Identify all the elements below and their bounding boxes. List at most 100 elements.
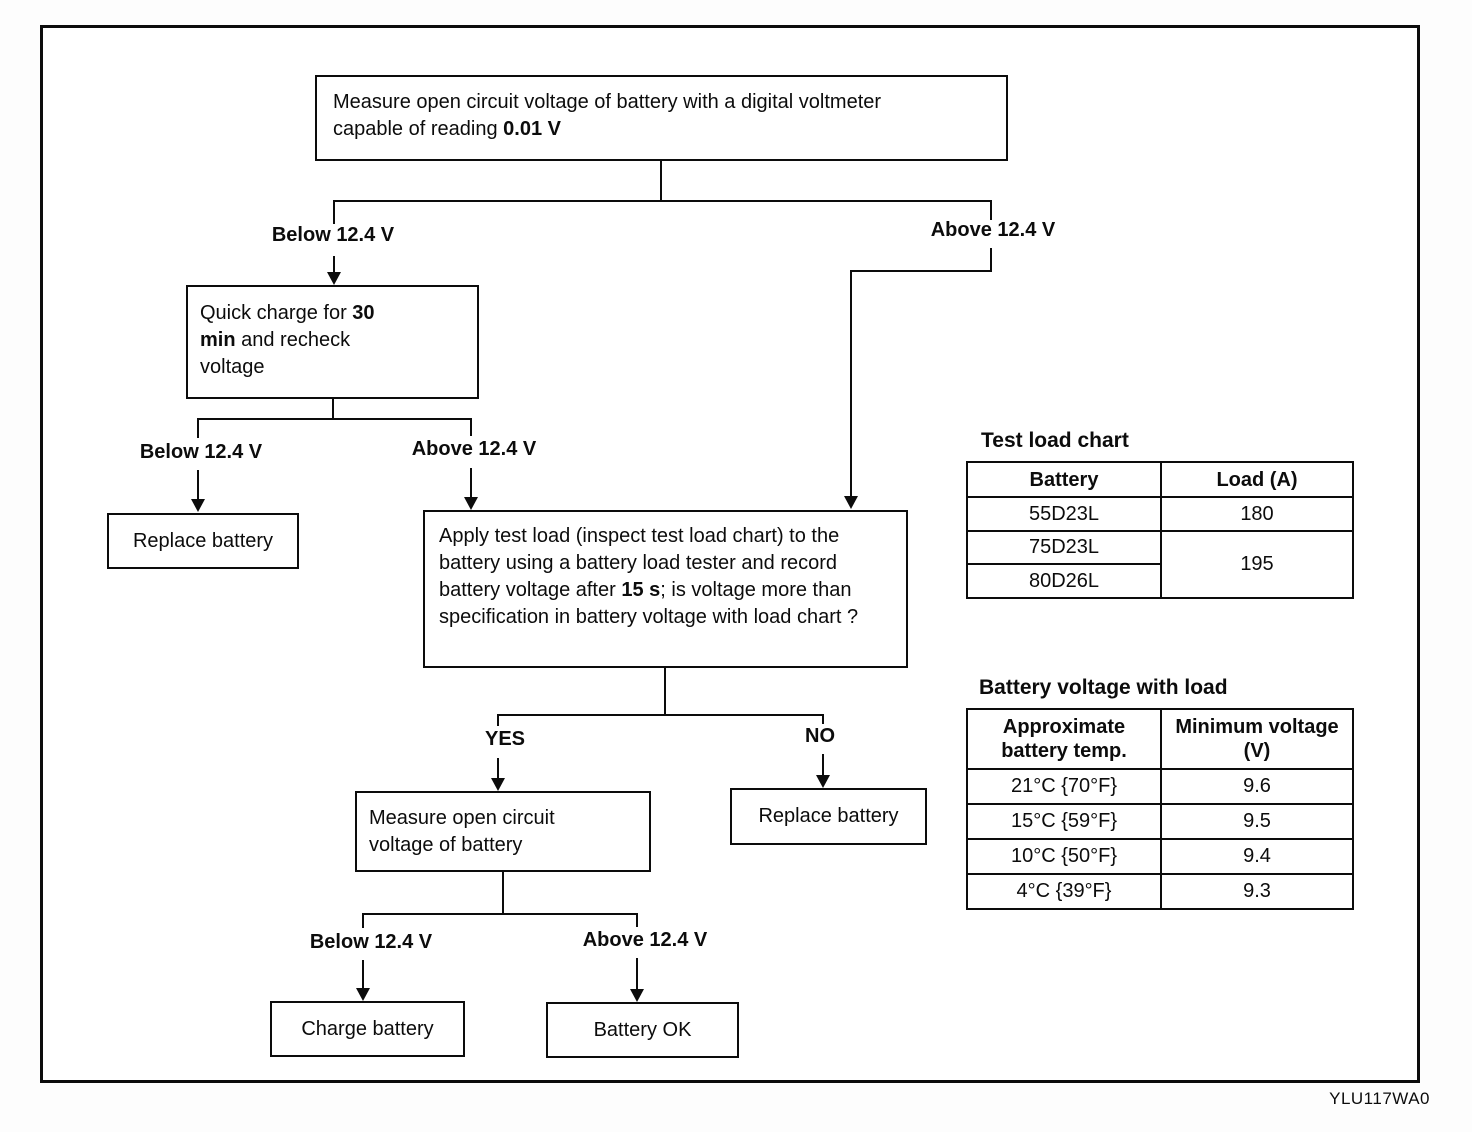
connector-line <box>332 399 334 419</box>
node-text: Measure open circuit <box>369 807 555 829</box>
branch-label-no: NO <box>805 725 835 747</box>
table-row: 10°C {50°F} 9.4 <box>966 838 1354 875</box>
node-text: voltage <box>200 356 265 378</box>
arrow-down-icon <box>327 272 341 285</box>
node-text-line: voltage of battery <box>369 832 637 859</box>
test-load-chart-title: Test load chart <box>981 429 1129 452</box>
arrow-down-icon <box>630 989 644 1002</box>
node-text: Charge battery <box>301 1017 434 1040</box>
col-header-load: Load (A) <box>1160 461 1354 498</box>
connector-line <box>333 256 335 274</box>
node-text-line: capable of reading 0.01 V <box>333 116 990 143</box>
arrow-down-icon <box>844 496 858 509</box>
branch-label-below-2: Below 12.4 V <box>139 441 263 463</box>
table-cell: 9.5 <box>1160 803 1354 840</box>
node-text: Replace battery <box>132 529 274 552</box>
connector-line <box>197 470 199 500</box>
connector-line <box>850 270 992 272</box>
connector-line <box>502 872 504 914</box>
connector-line <box>664 668 666 716</box>
connector-line <box>197 418 199 438</box>
connector-line <box>197 418 472 420</box>
table-row: 15°C {59°F} 9.5 <box>966 803 1354 840</box>
node-text-line: voltage <box>200 354 465 381</box>
arrow-down-icon <box>816 775 830 788</box>
table-row: 75D23L 195 <box>966 530 1354 599</box>
table-cell: 21°C {70°F} <box>966 768 1162 805</box>
connector-line <box>362 913 364 928</box>
col-header-temp: Approximate battery temp. <box>966 708 1162 770</box>
node-text: ; is voltage more than specification in … <box>439 579 859 628</box>
node-text-bold: 15 s <box>621 579 661 601</box>
arrow-down-icon <box>191 499 205 512</box>
node-text-bold: min <box>200 329 236 351</box>
table-row: 4°C {39°F} 9.3 <box>966 873 1354 910</box>
flowchart-node-charge-battery: Charge battery <box>270 1001 465 1057</box>
connector-line <box>636 913 638 927</box>
connector-line <box>497 758 499 779</box>
figure-code: YLU117WA0 <box>1329 1089 1430 1108</box>
table-header-row: Approximate battery temp. Minimum voltag… <box>966 708 1354 770</box>
table-cell: 9.6 <box>1160 768 1354 805</box>
node-text: Apply test load (inspect test load chart… <box>439 525 840 601</box>
table-cell: 75D23L <box>966 530 1162 565</box>
node-text-bold: 30 <box>352 302 375 324</box>
flowchart-node-apply-test-load: Apply test load (inspect test load chart… <box>423 510 908 668</box>
flowchart-node-measure-ocv: Measure open circuit voltage of battery <box>355 791 651 872</box>
table-cell: 180 <box>1160 496 1354 532</box>
arrow-down-icon <box>464 497 478 510</box>
connector-line <box>850 270 852 496</box>
arrow-down-icon <box>491 778 505 791</box>
branch-label-yes: YES <box>484 728 526 750</box>
battery-voltage-title: Battery voltage with load <box>979 676 1228 699</box>
flowchart-node-replace-battery-2: Replace battery <box>730 788 927 845</box>
connector-line <box>362 913 638 915</box>
table-cell: 4°C {39°F} <box>966 873 1162 910</box>
table-cell: 15°C {59°F} <box>966 803 1162 840</box>
node-text: Quick charge for <box>200 302 353 324</box>
connector-line <box>333 200 335 224</box>
node-text-line: Measure open circuit voltage of battery … <box>333 89 990 116</box>
table-cell: 9.3 <box>1160 873 1354 910</box>
connector-line <box>636 958 638 989</box>
connector-line <box>822 714 824 724</box>
table-row: 21°C {70°F} 9.6 <box>966 768 1354 805</box>
arrow-down-icon <box>356 988 370 1001</box>
branch-label-above-2: Above 12.4 V <box>411 438 537 460</box>
connector-line <box>990 200 992 220</box>
node-text: Replace battery <box>758 805 899 827</box>
branch-label-below-3: Below 12.4 V <box>309 931 433 953</box>
connector-line <box>470 418 472 436</box>
table-cell: 9.4 <box>1160 838 1354 875</box>
col-header-voltage: Minimum voltage (V) <box>1160 708 1354 770</box>
table-header-row: Battery Load (A) <box>966 461 1354 498</box>
table-cell: 10°C {50°F} <box>966 838 1162 875</box>
table-row: 80D26L <box>966 563 1353 599</box>
table-cell: 80D26L <box>966 563 1162 599</box>
node-text: and recheck <box>235 329 351 351</box>
connector-line <box>497 714 499 726</box>
flowchart-node-battery-ok: Battery OK <box>546 1002 739 1058</box>
branch-label-above-1: Above 12.4 V <box>930 219 1056 241</box>
node-text: Measure open circuit voltage of battery … <box>333 91 882 113</box>
node-text-bold: 0.01 V <box>503 118 561 140</box>
branch-label-above-3: Above 12.4 V <box>582 929 708 951</box>
node-text-line: Measure open circuit <box>369 805 637 832</box>
node-text-line: Quick charge for 30 <box>200 300 465 327</box>
branch-label-below-1: Below 12.4 V <box>271 224 395 246</box>
table-cell: 55D23L <box>966 496 1162 532</box>
flowchart-node-start: Measure open circuit voltage of battery … <box>315 75 1008 161</box>
node-text-line: min and recheck <box>200 327 465 354</box>
flowchart-node-quick-charge: Quick charge for 30 min and recheck volt… <box>186 285 479 399</box>
connector-line <box>470 468 472 498</box>
connector-line <box>333 200 992 202</box>
test-load-chart-table: Battery Load (A) 55D23L 180 75D23L 195 8… <box>966 461 1354 599</box>
node-text: Battery OK <box>593 1018 692 1041</box>
battery-voltage-table: Approximate battery temp. Minimum voltag… <box>966 708 1354 910</box>
flowchart-node-replace-battery-1: Replace battery <box>107 513 299 569</box>
col-header-battery: Battery <box>966 461 1162 498</box>
node-text: voltage of battery <box>369 834 523 856</box>
connector-line <box>990 248 992 272</box>
connector-line <box>822 754 824 776</box>
